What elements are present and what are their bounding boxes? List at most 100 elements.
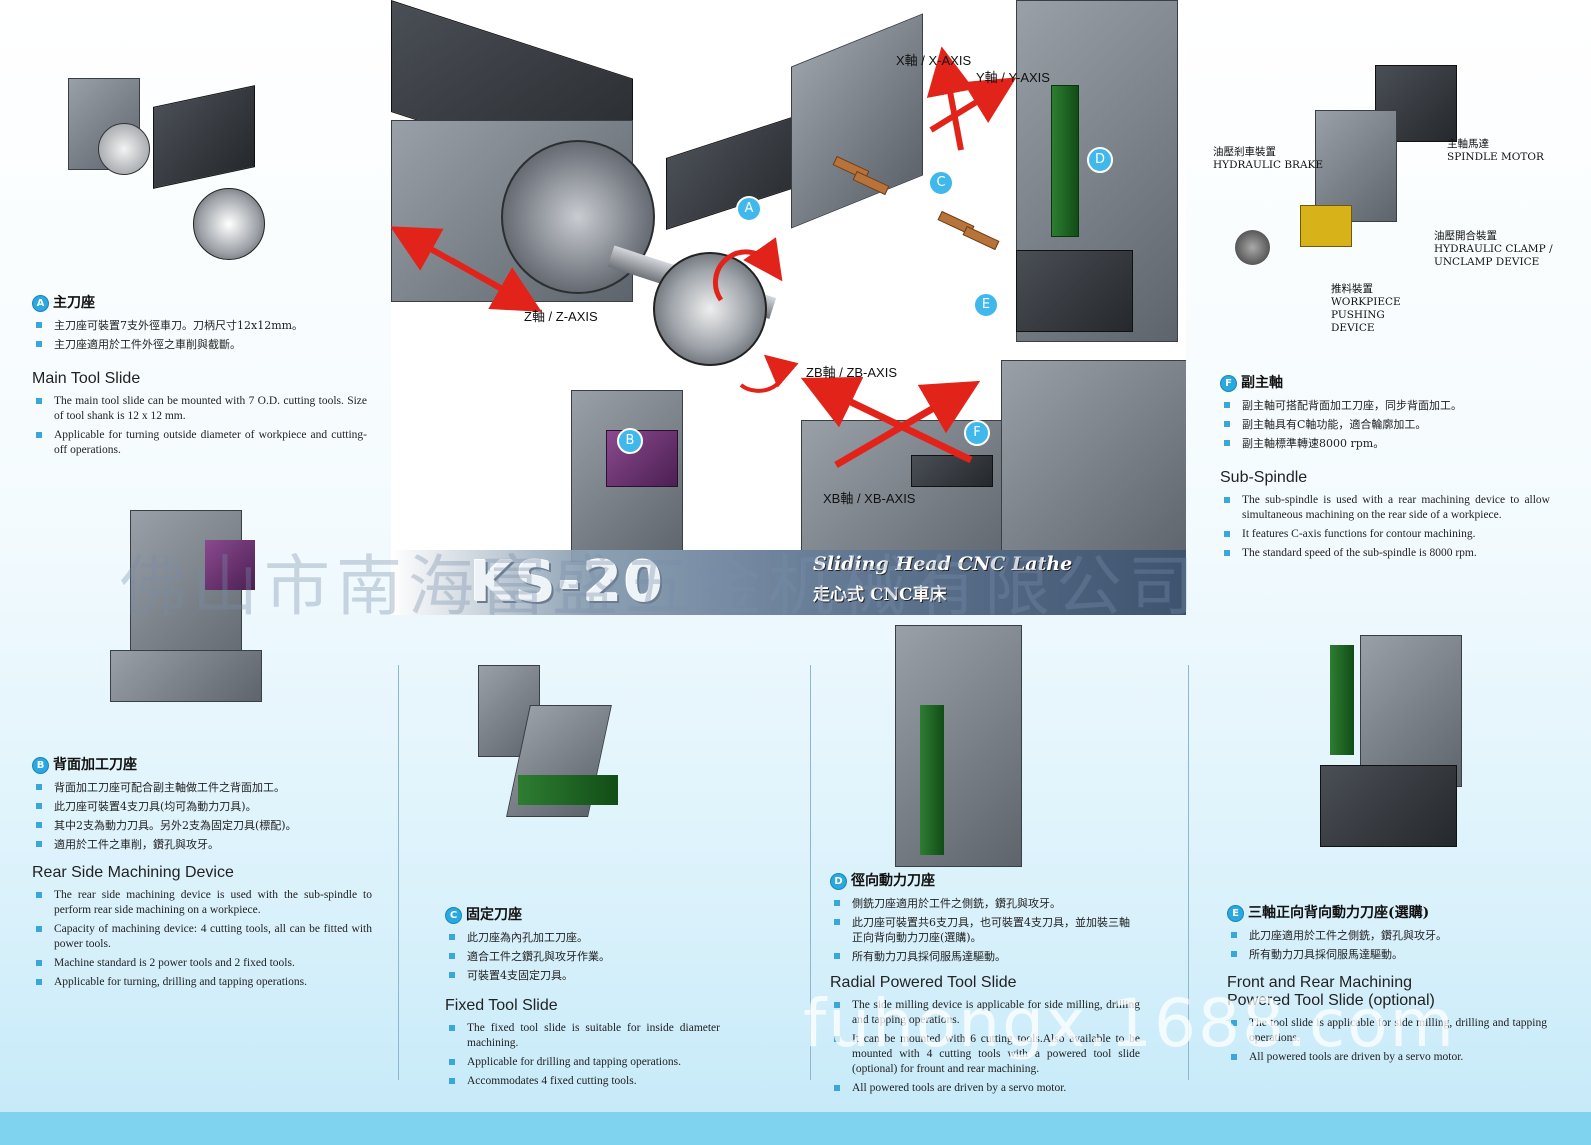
section-b-list-zh: 背面加工刀座可配合副主軸做工件之背面加工。 此刀座可裝置4支刀具(均可為動力刀具…: [32, 780, 372, 852]
x-axis-label: X軸 / X-AXIS: [896, 53, 972, 68]
model-subtitle-en: Sliding Head CNC Lathe: [813, 553, 1073, 575]
divider: [810, 665, 811, 1080]
list-item: 側銑刀座適用於工件之側銑，鑽孔與攻牙。: [830, 896, 1140, 911]
section-d-list-zh: 側銑刀座適用於工件之側銑，鑽孔與攻牙。 此刀座可裝置共6支刀具，也可裝置4支刀具…: [830, 896, 1140, 964]
section-c-list-zh: 此刀座為內孔加工刀座。 適合工件之鑽孔與攻牙作業。 可裝置4支固定刀具。: [445, 930, 720, 983]
list-item: 背面加工刀座可配合副主軸做工件之背面加工。: [32, 780, 372, 795]
watermark-site: fuhongx.1688.com: [803, 985, 1456, 1062]
sub-spindle-illustration: [1215, 55, 1465, 295]
list-item: Accommodates 4 fixed cutting tools.: [445, 1074, 720, 1089]
list-item: The standard speed of the sub-spindle is…: [1220, 546, 1550, 561]
watermark-company: 佛山市南海富盛五金机械有限公司: [120, 548, 1200, 625]
section-b-badge: B: [32, 756, 49, 774]
xb-axis-arrow: [834, 380, 981, 469]
callout-workpiece-pushing: 推料裝置 WORKPIECE PUSHING DEVICE: [1331, 283, 1401, 334]
section-a-title-en: Main Tool Slide: [32, 370, 141, 387]
machine-illustration: X軸 / X-AXIS Y軸 / Y-AXIS Z軸 / Z-AXIS ZB軸 …: [391, 0, 1186, 615]
list-item: All powered tools are driven by a servo …: [1227, 1050, 1547, 1065]
rear-device-illustration: [110, 510, 270, 710]
section-c-title-en: Fixed Tool Slide: [445, 997, 558, 1014]
axis-arrows: [391, 46, 1017, 469]
badge-f: F: [964, 420, 990, 446]
list-item: The tool slide is applicable for side mi…: [1227, 1016, 1547, 1046]
badge-c: C: [928, 170, 954, 196]
section-e-badge: E: [1227, 904, 1244, 922]
z-axis-label: Z軸 / Z-AXIS: [524, 309, 598, 324]
y-axis-arrow: [926, 46, 975, 151]
list-item: The sub-spindle is used with a rear mach…: [1220, 493, 1550, 523]
list-item: 副主軸可搭配背面加工刀座，同步背面加工。: [1220, 398, 1550, 413]
front-rear-tool-slide: [1016, 250, 1133, 332]
list-item: Machine standard is 2 power tools and 2 …: [32, 956, 372, 971]
section-f-badge: F: [1220, 374, 1237, 392]
list-item: Capacity of machining device: 4 cutting …: [32, 922, 372, 952]
section-e-list-en: The tool slide is applicable for side mi…: [1227, 1016, 1547, 1065]
section-f-title-en: Sub-Spindle: [1220, 469, 1308, 486]
list-item: The rear side machining device is used w…: [32, 888, 372, 918]
badge-d: D: [1087, 147, 1113, 173]
list-item: 適用於工件之車削，鑽孔與攻牙。: [32, 837, 372, 852]
section-a-list-en: The main tool slide can be mounted with …: [32, 394, 367, 458]
list-item: 主刀座可裝置7支外徑車刀。刀柄尺寸12x12mm。: [32, 318, 367, 333]
list-item: All powered tools are driven by a servo …: [830, 1081, 1140, 1096]
badge-b: B: [617, 428, 643, 454]
list-item: Applicable for turning, drilling and tap…: [32, 975, 372, 990]
list-item: 適合工件之鑽孔與攻牙作業。: [445, 949, 720, 964]
section-b-title-en: Rear Side Machining Device: [32, 864, 234, 881]
section-d-list-en: The side milling device is applicable fo…: [830, 998, 1140, 1096]
list-item: 此刀座可裝置共6支刀具，也可裝置4支刀具，並加裝三軸正向背向動力刀座(選購)。: [830, 915, 1140, 945]
model-subtitle-zh: 走心式 CNC車床: [813, 585, 947, 605]
section-a-list-zh: 主刀座可裝置7支外徑車刀。刀柄尺寸12x12mm。 主刀座適用於工件外徑之車削與…: [32, 318, 367, 352]
list-item: It features C-axis functions for contour…: [1220, 527, 1550, 542]
main-tool-slide-illustration: [68, 78, 278, 268]
section-e-list-zh: 此刀座適用於工件之側銑，鑽孔與攻牙。 所有動力刀具採伺服馬達驅動。: [1227, 928, 1547, 962]
sub-spindle-head: [1001, 360, 1186, 562]
callout-spindle-motor: 主軸馬達 SPINDLE MOTOR: [1447, 138, 1544, 163]
section-a-badge: A: [32, 294, 49, 312]
list-item: 所有動力刀具採伺服馬達驅動。: [1227, 947, 1547, 962]
model-name: KS-20: [470, 550, 665, 615]
list-item: The main tool slide can be mounted with …: [32, 394, 367, 424]
section-f-list-en: The sub-spindle is used with a rear mach…: [1220, 493, 1550, 561]
section-f-list-zh: 副主軸可搭配背面加工刀座，同步背面加工。 副主軸具有C軸功能，適合輪廓加工。 副…: [1220, 398, 1550, 451]
list-item: 其中2支為動力刀具。另外2支為固定刀具(標配)。: [32, 818, 372, 833]
list-item: Applicable for turning outside diameter …: [32, 428, 367, 458]
radial-tool-slide-illustration: [895, 625, 1025, 867]
fixed-tool-slide-illustration: [478, 665, 688, 865]
list-item: 所有動力刀具採伺服馬達驅動。: [830, 949, 1140, 964]
list-item: The fixed tool slide is suitable for ins…: [445, 1021, 720, 1051]
badge-e: E: [973, 292, 999, 318]
list-item: 此刀座可裝置4支刀具(均可為動力刀具)。: [32, 799, 372, 814]
section-c-badge: C: [445, 906, 462, 924]
zb-axis-label: ZB軸 / ZB-AXIS: [806, 365, 898, 380]
list-item: 此刀座為內孔加工刀座。: [445, 930, 720, 945]
section-d-title-en: Radial Powered Tool Slide: [830, 974, 1017, 991]
divider: [398, 665, 399, 1080]
footer-bar: [0, 1112, 1591, 1145]
sub-spindle-base: [801, 420, 1028, 562]
section-d-badge: D: [830, 872, 847, 890]
list-item: The side milling device is applicable fo…: [830, 998, 1140, 1028]
callout-hydraulic-brake: 油壓剎車裝置 HYDRAULIC BRAKE: [1213, 146, 1324, 171]
list-item: 此刀座適用於工件之側銑，鑽孔與攻牙。: [1227, 928, 1547, 943]
list-item: It can be mounted with 6 cutting tools.A…: [830, 1032, 1140, 1077]
sub-spindle-window: [911, 455, 993, 487]
list-item: 可裝置4支固定刀具。: [445, 968, 720, 983]
section-b-list-en: The rear side machining device is used w…: [32, 888, 372, 990]
front-rear-tool-slide-illustration: [1290, 635, 1470, 865]
rotation-arrow-lower: [739, 354, 799, 393]
list-item: 副主軸標準轉速8000 rpm。: [1220, 436, 1550, 451]
xb-axis-label: XB軸 / XB-AXIS: [823, 491, 916, 506]
z-axis-arrow-fwd: [449, 257, 542, 312]
brand-banner: [391, 550, 1186, 615]
